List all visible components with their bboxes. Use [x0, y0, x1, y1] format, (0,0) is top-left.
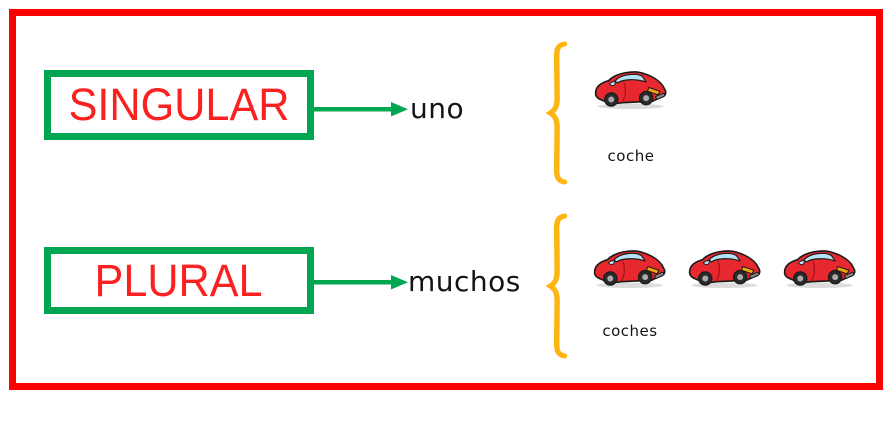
arrow-right-icon [311, 102, 408, 117]
singular-term-box: SINGULAR [44, 70, 314, 140]
car-group-plural [591, 243, 859, 291]
quantity-word-singular: uno [410, 92, 465, 125]
quantity-word-plural: muchos [408, 265, 521, 298]
curly-brace-icon [546, 40, 570, 186]
car-image [783, 250, 856, 289]
car-image [688, 250, 761, 289]
plural-term-label: PLURAL [94, 254, 264, 306]
item-label-singular: coche [607, 147, 655, 165]
red-border-frame [9, 9, 883, 390]
car-image [594, 71, 667, 110]
arrow-right-icon [311, 275, 408, 290]
curly-brace-icon [546, 212, 570, 360]
car-image [593, 250, 666, 289]
item-label-plural: coches [602, 322, 658, 340]
plural-term-box: PLURAL [44, 247, 314, 314]
car-group-singular [592, 64, 670, 112]
singular-term-label: SINGULAR [68, 79, 290, 130]
